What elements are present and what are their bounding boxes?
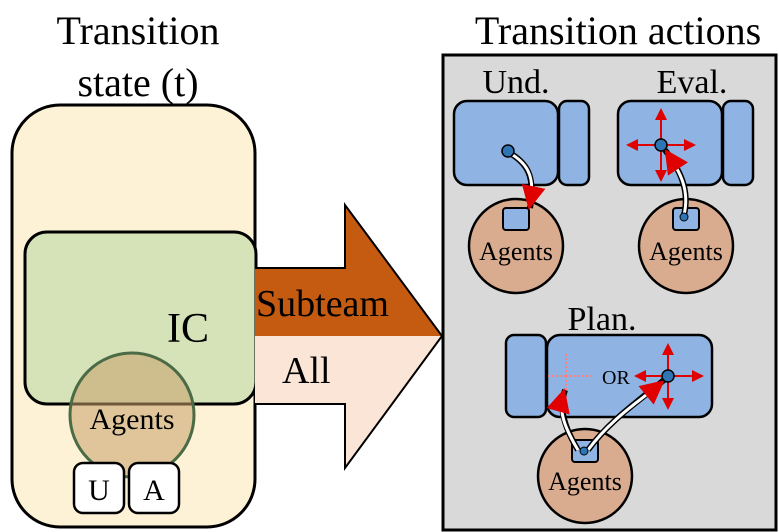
eval-dot xyxy=(654,138,668,152)
und-agents-circle xyxy=(467,197,565,295)
left-title-line1: Transition xyxy=(56,8,219,53)
left-title-line2: state (t) xyxy=(77,60,198,105)
und-dot xyxy=(501,144,515,158)
arrow-top-half xyxy=(255,205,442,336)
plan-label: Plan. xyxy=(568,301,637,338)
plan-agent-dot xyxy=(579,446,589,456)
slot-u xyxy=(72,461,126,515)
plan-arrow-left xyxy=(546,388,580,451)
arrow-top-label: Subteam xyxy=(256,283,389,325)
slot-a xyxy=(127,461,181,515)
plan-block-main xyxy=(545,333,714,419)
plan-or-label: OR xyxy=(602,367,630,389)
plan-dot xyxy=(661,369,675,383)
eval-agent-dot xyxy=(679,212,689,222)
arrow-bottom-half xyxy=(255,336,442,468)
slot-u-label: U xyxy=(88,474,110,507)
und-label: Und. xyxy=(482,64,549,101)
ic-label: IC xyxy=(167,306,209,352)
und-block-main xyxy=(452,99,560,187)
right-title: Transition actions xyxy=(475,8,761,53)
eval-block-side xyxy=(721,99,755,187)
plan-block-side xyxy=(504,333,548,419)
eval-label: Eval. xyxy=(657,64,728,101)
und-agent-slot xyxy=(502,207,530,231)
agents-label: Agents xyxy=(90,403,175,436)
plan-agents-circle xyxy=(536,427,634,525)
und-agents-label: Agents xyxy=(479,237,553,266)
plan-agents-label: Agents xyxy=(548,467,622,496)
arrow-bottom-label: All xyxy=(282,350,331,392)
und-block-side xyxy=(557,99,591,187)
eval-arrow xyxy=(664,149,688,216)
eval-agents-label: Agents xyxy=(649,237,723,266)
eval-block-main xyxy=(616,99,724,187)
slot-a-label: A xyxy=(143,474,165,507)
plan-ghost-cross xyxy=(546,352,594,398)
plan-arrow-right xyxy=(586,380,665,451)
